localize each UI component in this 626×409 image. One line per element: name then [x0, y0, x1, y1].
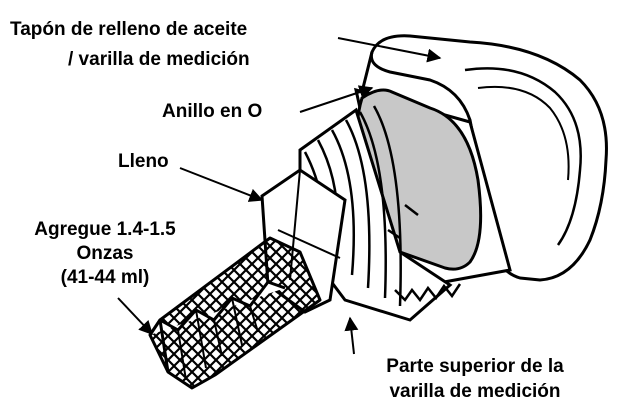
arrow-top	[344, 316, 359, 355]
label-fill-cap-line1: Tapón de relleno de aceite	[10, 19, 248, 40]
dipstick-tip	[148, 236, 322, 390]
arrow-fill-cap	[337, 37, 442, 63]
label-add-line3: (41-44 ml)	[60, 267, 150, 288]
label-full: Lleno	[118, 151, 169, 172]
label-add-line1: Agregue 1.4-1.5	[34, 219, 176, 240]
label-o-ring: Anillo en O	[162, 101, 263, 122]
label-add-line2: Onzas	[76, 243, 134, 264]
arrow-add	[117, 297, 153, 336]
label-dipstick-top-line1: Parte superior de la	[386, 356, 564, 377]
arrow-full	[179, 167, 264, 202]
label-dipstick-top-line2: varilla de medición	[389, 381, 561, 402]
leader-lines	[117, 37, 442, 355]
arrow-o-ring	[299, 85, 374, 113]
label-fill-cap-line2: / varilla de medición	[68, 49, 250, 70]
